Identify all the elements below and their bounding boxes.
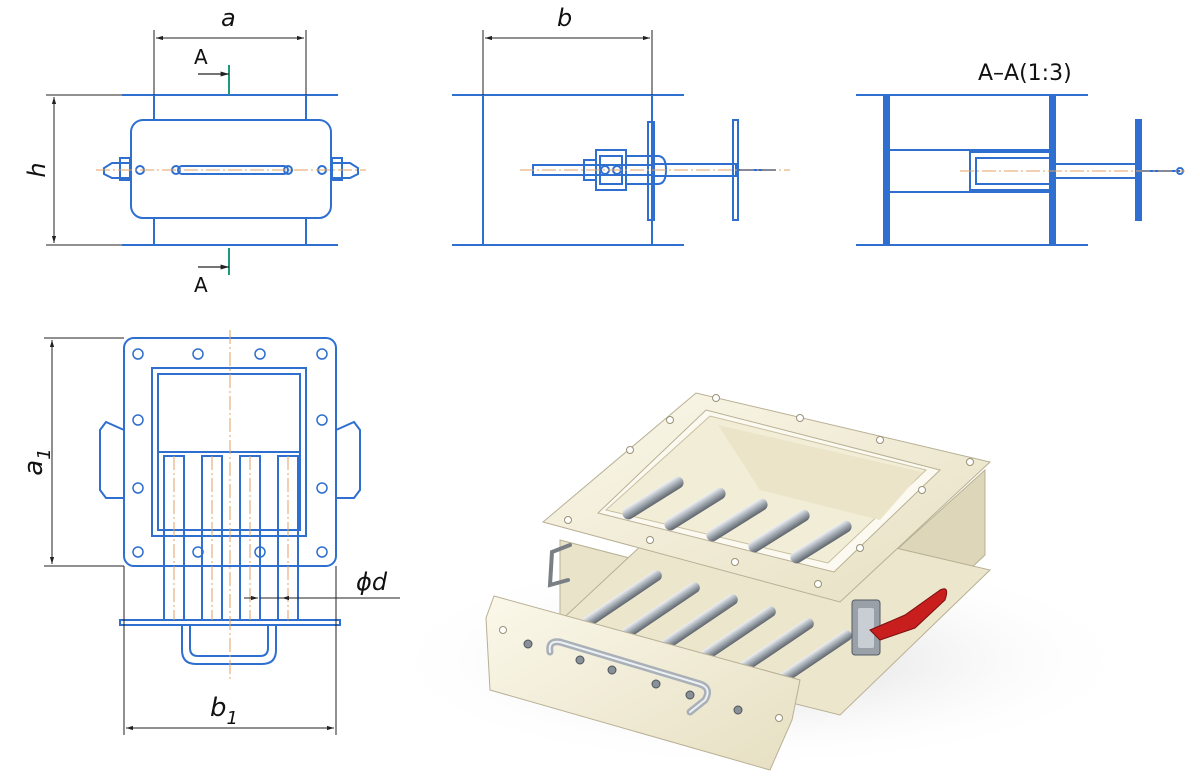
dimension-h-label: h — [23, 162, 51, 177]
latch-clamp — [851, 588, 948, 656]
side-handle — [547, 543, 572, 588]
section-title: A–A(1:3) — [978, 61, 1072, 86]
isometric-render — [380, 392, 1140, 771]
dimension-a1 — [44, 337, 124, 567]
dimension-a1-label: a1 — [19, 448, 55, 475]
flange-bolt-holes — [564, 394, 974, 588]
cut-marker-bottom: A — [194, 273, 208, 297]
drawer-front-plate — [485, 595, 801, 771]
drawer-plate-bolts — [523, 639, 743, 715]
section-cut-arrows — [198, 71, 229, 270]
dimension-a — [153, 30, 307, 95]
dimension-d-label: ϕd — [356, 568, 388, 596]
dimension-b1 — [123, 566, 337, 735]
dimension-b — [482, 30, 653, 95]
latch-lever-handle — [869, 588, 948, 641]
front-view — [103, 94, 359, 246]
top-view-axes — [173, 330, 289, 680]
dimension-b1-label: b1 — [210, 693, 238, 729]
dimension-b-label: b — [557, 4, 572, 32]
dimension-a-label: a — [221, 4, 236, 32]
drawer-plate-holes — [499, 626, 783, 722]
upper-magnetic-rods — [622, 476, 852, 564]
dimension-h — [46, 94, 122, 246]
top-view-bolt-holes — [132, 348, 328, 558]
section-view — [856, 94, 1184, 246]
cut-marker-top: A — [194, 45, 208, 69]
